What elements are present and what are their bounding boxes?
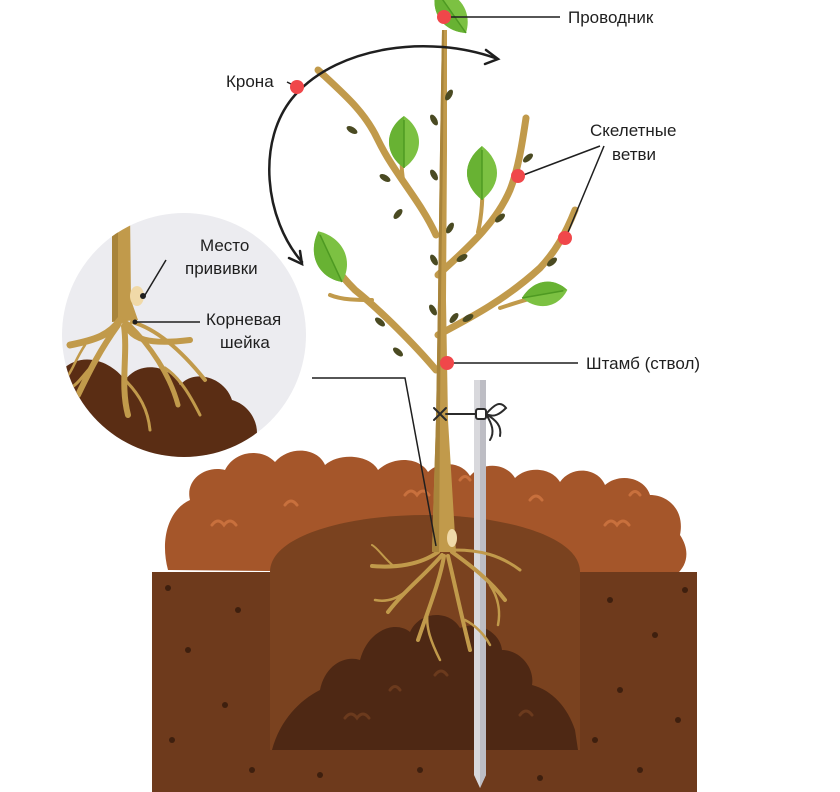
- leader-line-graft: [144, 259, 167, 296]
- buds: [346, 89, 557, 357]
- label-graft-line1: Место: [200, 236, 249, 255]
- label-crown: Крона: [226, 72, 274, 91]
- marker-leader: [437, 10, 451, 24]
- leaf-top: [434, 0, 468, 34]
- label-collar-line1: Корневая: [206, 310, 281, 329]
- inset-graft-bump: [130, 286, 144, 306]
- inset-roots: [64, 316, 207, 432]
- branch-upper-left: [314, 66, 440, 239]
- graft-bump: [447, 529, 457, 547]
- marker-trunk: [440, 356, 454, 370]
- leaf-lower-right: [521, 281, 568, 307]
- crown-arc-path: [268, 45, 497, 264]
- line-skeletal-1: [517, 145, 601, 178]
- branch-twig-lower-left: [328, 293, 374, 302]
- marker-crown: [290, 80, 304, 94]
- crown-arrowhead-bottom: [287, 249, 304, 267]
- label-leader: Проводник: [568, 8, 654, 27]
- marker-skeletal-2: [558, 231, 572, 245]
- callout-lines: [286, 16, 605, 547]
- label-skeletal-line2: ветви: [612, 145, 656, 164]
- support-stake: [474, 380, 486, 788]
- label-trunk: Штамб (ствол): [586, 354, 700, 373]
- label-graft-line2: прививки: [185, 259, 258, 278]
- leaf-upper-left: [389, 116, 419, 168]
- stake-tie: [433, 403, 508, 441]
- crown-arc: [268, 45, 501, 267]
- line-inset-to-collar: [312, 377, 437, 547]
- inset-trunk: [112, 213, 138, 322]
- inset-closeup: Место прививки Корневая шейка: [62, 213, 306, 457]
- branch-upper-right: [434, 114, 530, 279]
- soil-bottom: [152, 750, 697, 792]
- markers: [290, 10, 572, 370]
- branch-lower-right: [434, 206, 579, 339]
- leaf-lower-left: [313, 231, 347, 283]
- soil-specks: [165, 585, 688, 781]
- label-collar-line2: шейка: [220, 333, 270, 352]
- tree-leaves: [313, 0, 568, 307]
- marker-skeletal-1: [511, 169, 525, 183]
- line-skeletal-2: [565, 145, 605, 238]
- marker-collar: [132, 319, 138, 325]
- crown-arrowhead-top: [483, 48, 501, 66]
- pit-soil-highlights: [343, 669, 534, 721]
- label-skeletal-line1: Скелетные: [590, 121, 676, 140]
- leaf-upper-right: [467, 146, 497, 200]
- tree: [313, 0, 579, 552]
- ground: [152, 450, 697, 792]
- tree-roots: [370, 544, 522, 662]
